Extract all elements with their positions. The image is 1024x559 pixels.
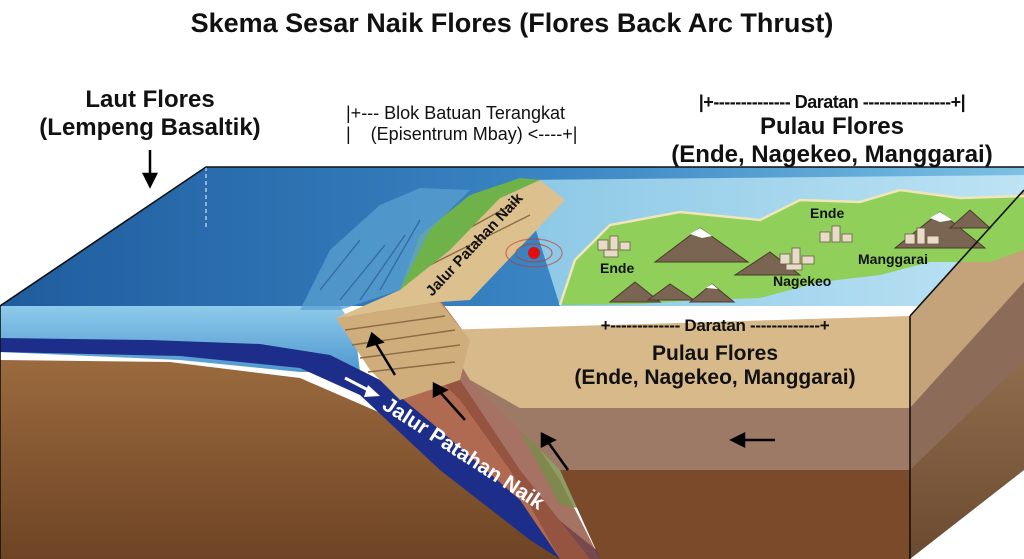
diagram-title: Skema Sesar Naik Flores (Flores Back Arc…	[190, 8, 834, 38]
town-label-ende-west: Ende	[600, 260, 635, 276]
right-face-layer-mid	[910, 282, 1024, 470]
land-topsoil	[440, 316, 910, 408]
land-front-label: +------------- Daratan -------------+ Pu…	[535, 316, 895, 390]
town-label-ende-north: Ende	[810, 205, 845, 221]
rock-block-label: |+--- Blok Batuan Terangkat | (Episentru…	[346, 103, 577, 145]
uplifted-green-slope	[400, 178, 540, 290]
land-lower-layer	[560, 470, 910, 559]
island-shore	[558, 188, 1024, 306]
sea-label-line1: Laut Flores	[85, 86, 215, 113]
land-top-line2: Pulau Flores	[759, 113, 905, 140]
sea-cliff-strokes	[319, 219, 421, 301]
land-top-header: |+-------------- Daratan ---------------…	[698, 92, 966, 112]
earth-crust	[0, 360, 600, 559]
thrust-wedge-shadow	[420, 345, 600, 559]
rock-block-label-line2: | (Episentrum Mbay) <----+|	[346, 124, 578, 144]
block-outline	[0, 166, 1024, 559]
flores-island	[560, 190, 1024, 305]
sea-label: Laut Flores (Lempeng Basaltik)	[30, 86, 270, 142]
epicenter-marker	[505, 238, 563, 268]
land-top-label: |+-------------- Daratan ---------------…	[640, 92, 1024, 169]
land-front-header: +------------- Daratan -------------+	[600, 316, 830, 335]
sea-label-line2: (Lempeng Basaltik)	[39, 114, 261, 141]
town-label-nagekeo: Nagekeo	[773, 273, 832, 289]
rock-layer-lines	[344, 199, 531, 373]
subduction-arrow	[344, 376, 380, 397]
sea-cliff-blue	[300, 188, 470, 310]
land-front-line2: Pulau Flores	[651, 342, 779, 365]
town-clusters	[597, 225, 940, 271]
motion-arrows	[141, 150, 775, 471]
town-label-manggarai: Manggarai	[858, 251, 929, 267]
land-middle-layer	[470, 380, 910, 470]
rock-block-label-line1: |+--- Blok Batuan Terangkat	[346, 103, 565, 123]
land-front-line3: (Ende, Nagekeo, Manggarai)	[574, 366, 856, 389]
land-top-line3: (Ende, Nagekeo, Manggarai)	[671, 141, 993, 168]
